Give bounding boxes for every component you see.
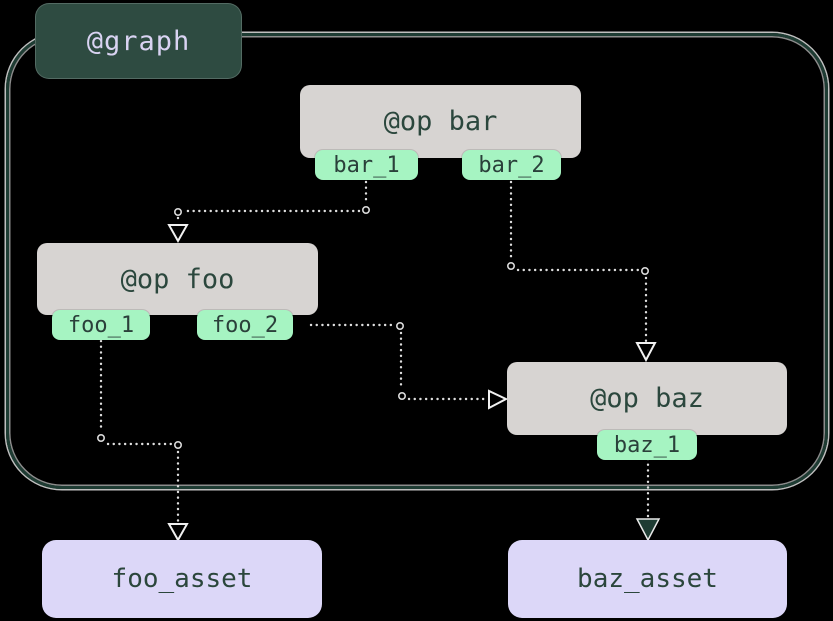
output-tag-bar_2: bar_2 [462, 150, 561, 180]
output-tag-foo_1: foo_1 [52, 310, 150, 340]
arrowhead-down-icon [167, 224, 189, 244]
output-tag-bar_1-label: bar_1 [333, 152, 400, 178]
asset-node-foo_asset: foo_asset [42, 540, 322, 618]
arrowhead-down-icon [635, 342, 657, 363]
arrowhead-down-icon [167, 523, 189, 543]
edge-bar_1-to-op-foo [167, 180, 370, 244]
edge-bar_2-to-op-baz [506, 180, 657, 363]
op-node-bar: @op bar [300, 85, 581, 158]
graph-badge-label: @graph [86, 25, 191, 57]
edge-foo_2-to-op-baz [309, 321, 509, 410]
output-tag-bar_1: bar_1 [315, 150, 418, 180]
output-tag-baz_1: baz_1 [597, 430, 697, 460]
output-tag-foo_2: foo_2 [197, 310, 293, 340]
asset-node-baz_asset-label: baz_asset [577, 564, 718, 594]
output-tag-baz_1-label: baz_1 [613, 432, 681, 458]
edge-baz_1-to-baz_asset [635, 457, 661, 542]
arrowhead-down-filled-icon [635, 518, 661, 542]
op-node-bar-label: @op bar [383, 106, 498, 137]
op-node-foo-label: @op foo [120, 263, 235, 295]
asset-node-baz_asset: baz_asset [508, 540, 787, 618]
output-tag-foo_2-label: foo_2 [211, 312, 279, 338]
graph-badge: @graph [35, 3, 242, 79]
output-tag-bar_2-label: bar_2 [478, 152, 545, 178]
asset-node-foo_asset-label: foo_asset [111, 564, 253, 594]
op-node-baz-label: @op baz [590, 383, 704, 414]
arrowhead-right-icon [488, 389, 509, 410]
op-node-baz: @op baz [507, 362, 787, 435]
graph-container-border [6, 33, 828, 489]
output-tag-foo_1-label: foo_1 [67, 312, 135, 338]
edge-foo_1-to-foo_asset [97, 339, 189, 543]
op-node-foo: @op foo [37, 243, 318, 315]
